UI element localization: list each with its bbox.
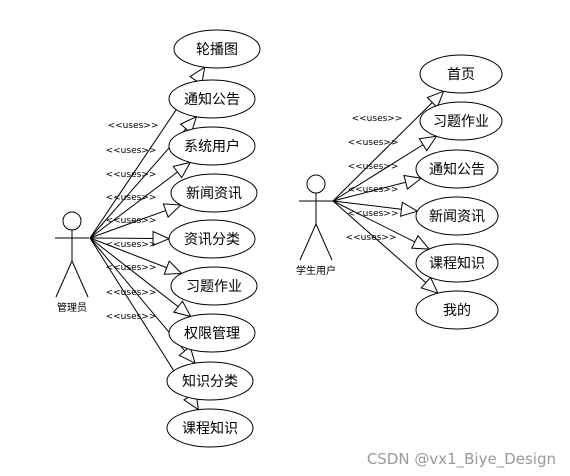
association-line bbox=[332, 90, 445, 202]
watermark: CSDN @vx1_Biye_Design bbox=[366, 450, 556, 468]
use-case-oval bbox=[166, 361, 254, 401]
use-case-oval bbox=[170, 266, 258, 306]
arrowhead bbox=[420, 276, 439, 295]
uses-stereotype-label: <<uses>> bbox=[106, 240, 157, 250]
uses-stereotype-label: <<uses>> bbox=[106, 146, 157, 156]
use-case-oval bbox=[419, 54, 503, 94]
use-case-label: 首页 bbox=[447, 67, 475, 83]
uses-stereotype-label: <<uses>> bbox=[106, 216, 157, 226]
use-case-oval bbox=[166, 408, 254, 448]
arrowhead bbox=[418, 135, 438, 152]
uses-stereotype-label: <<uses>> bbox=[106, 193, 157, 203]
use-case-label: 新闻资讯 bbox=[186, 186, 242, 202]
uses-stereotype-label: <<uses>> bbox=[346, 233, 397, 243]
use-case-oval bbox=[168, 126, 256, 166]
actor-right-leg bbox=[315, 223, 333, 261]
use-case-oval bbox=[415, 243, 499, 283]
use-case-label: 新闻资讯 bbox=[429, 209, 485, 225]
association-line bbox=[332, 135, 437, 202]
uses-stereotype-label: <<uses>> bbox=[348, 138, 399, 148]
arrowhead bbox=[172, 161, 192, 179]
actor-figure bbox=[299, 174, 333, 261]
actor-left-leg bbox=[55, 260, 73, 298]
actor-right-leg bbox=[71, 260, 89, 298]
use-case-label: 系统用户 bbox=[184, 138, 240, 155]
use-case-oval bbox=[170, 173, 258, 213]
use-case-label: 习题作业 bbox=[186, 279, 242, 295]
use-case-label: 习题作业 bbox=[433, 114, 489, 130]
use-case-label: 课程知识 bbox=[429, 255, 485, 272]
uses-stereotype-label: <<uses>> bbox=[106, 263, 157, 273]
actor-figure bbox=[55, 211, 89, 298]
actor-head bbox=[306, 174, 326, 194]
actor-left-leg bbox=[299, 223, 317, 261]
use-case-oval bbox=[415, 196, 499, 236]
arrowhead bbox=[163, 260, 183, 275]
arrowhead bbox=[152, 230, 171, 247]
use-case-label: 权限管理 bbox=[184, 326, 240, 342]
use-case-label: 课程知识 bbox=[182, 420, 238, 437]
use-case-oval bbox=[419, 101, 503, 141]
actor-name: 学生用户 bbox=[296, 264, 336, 277]
uses-stereotype-label: <<uses>> bbox=[348, 185, 399, 195]
arrowhead bbox=[172, 300, 192, 318]
uses-stereotype-label: <<uses>> bbox=[106, 288, 157, 298]
association-line bbox=[332, 200, 439, 294]
use-case-label: 我的 bbox=[443, 303, 471, 319]
use-case-oval bbox=[173, 29, 261, 69]
use-case-label: 知识分类 bbox=[182, 373, 238, 390]
arrowhead bbox=[426, 90, 445, 109]
use-case-oval bbox=[168, 219, 256, 259]
use-case-oval bbox=[415, 149, 499, 189]
actor-name: 管理员 bbox=[57, 301, 87, 314]
uses-stereotype-label: <<uses>> bbox=[106, 170, 157, 180]
arrowhead bbox=[403, 174, 423, 190]
arrowhead bbox=[162, 203, 182, 218]
uses-stereotype-label: <<uses>> bbox=[348, 209, 399, 219]
uses-stereotype-label: <<uses>> bbox=[108, 121, 159, 131]
use-case-label: 通知公告 bbox=[184, 91, 240, 108]
use-case-label: 轮播图 bbox=[196, 42, 238, 58]
use-case-oval bbox=[168, 79, 256, 119]
use-case-label: 通知公告 bbox=[429, 161, 485, 178]
use-case-oval bbox=[168, 313, 256, 353]
uses-stereotype-label: <<uses>> bbox=[352, 114, 403, 124]
arrowhead bbox=[178, 345, 196, 365]
uses-stereotype-label: <<uses>> bbox=[348, 162, 399, 172]
arrowhead bbox=[179, 115, 198, 135]
use-case-label: 资讯分类 bbox=[184, 232, 240, 248]
association-line bbox=[332, 200, 430, 250]
association-line bbox=[89, 237, 192, 317]
use-case-oval bbox=[415, 290, 499, 330]
uses-stereotype-label: <<uses>> bbox=[106, 312, 157, 322]
arrowhead bbox=[410, 234, 431, 250]
association-line bbox=[89, 161, 191, 239]
arrowhead bbox=[400, 201, 419, 217]
actor-head bbox=[62, 211, 82, 231]
